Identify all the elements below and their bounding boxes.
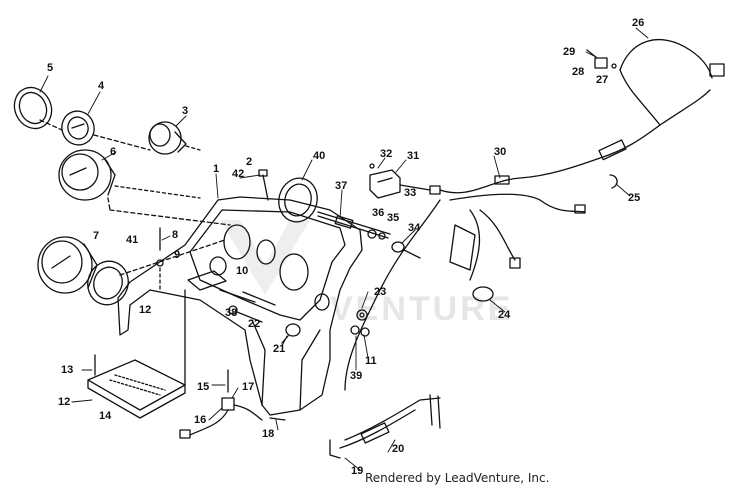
callout-23: 23 xyxy=(374,286,387,298)
callout-8: 8 xyxy=(172,229,179,241)
clip-25 xyxy=(609,174,618,189)
callout-42: 42 xyxy=(232,168,245,180)
callout-32: 32 xyxy=(380,148,393,160)
ring-24 xyxy=(472,286,494,302)
cable-26 xyxy=(619,39,725,126)
rod-37 xyxy=(317,211,421,259)
callout-20: 20 xyxy=(392,443,405,455)
screw-18 xyxy=(269,417,286,421)
callout-9: 9 xyxy=(174,249,181,261)
callout-14: 14 xyxy=(99,410,112,422)
callout-3: 3 xyxy=(182,105,189,117)
callout-16: 16 xyxy=(194,414,207,426)
switch-17 xyxy=(179,369,263,439)
plate-14 xyxy=(87,354,186,419)
dash-panel-1 xyxy=(117,196,363,416)
speedometer-6 xyxy=(58,149,201,201)
callout-27: 27 xyxy=(596,74,609,86)
callout-29: 29 xyxy=(563,46,576,58)
connector-28 xyxy=(586,49,617,69)
gauge-face-4 xyxy=(61,110,95,146)
relay-31 xyxy=(369,163,441,199)
callout-35: 35 xyxy=(387,212,400,224)
callout-22: 22 xyxy=(248,318,261,330)
callout-11: 11 xyxy=(365,355,377,367)
nut-39 xyxy=(350,325,370,337)
callout-36: 36 xyxy=(372,207,385,219)
callout-30: 30 xyxy=(494,146,507,158)
callout-18: 18 xyxy=(262,428,275,440)
callout-6: 6 xyxy=(110,146,117,158)
callout-26: 26 xyxy=(632,17,645,29)
callout-21: 21 xyxy=(273,343,286,355)
credit-text: Rendered by LeadVenture, Inc. xyxy=(365,471,550,485)
callout-28: 28 xyxy=(572,66,585,78)
small-gauge-3 xyxy=(148,121,201,155)
callout-33: 33 xyxy=(404,187,417,199)
callout-40: 40 xyxy=(313,150,326,162)
grommet-23 xyxy=(356,309,368,321)
bezel-41 xyxy=(87,260,129,306)
callout-12-upper: 12 xyxy=(139,304,152,316)
wire-harness-30 xyxy=(344,89,711,391)
callout-15: 15 xyxy=(197,381,210,393)
callout-38: 38 xyxy=(225,307,238,319)
callout-17: 17 xyxy=(242,381,255,393)
callout-25: 25 xyxy=(628,192,641,204)
bezel-40 xyxy=(278,177,318,223)
callout-4: 4 xyxy=(98,80,105,92)
callout-19: 19 xyxy=(351,465,364,477)
callout-41: 41 xyxy=(126,234,139,246)
callout-31: 31 xyxy=(407,150,420,162)
callout-24: 24 xyxy=(498,309,511,321)
callout-10: 10 xyxy=(236,265,249,277)
callout-13: 13 xyxy=(61,364,74,376)
callout-39: 39 xyxy=(350,370,363,382)
bolt-10 xyxy=(219,289,276,323)
callout-37: 37 xyxy=(335,180,348,192)
cable-20 xyxy=(329,394,441,459)
callout-34: 34 xyxy=(408,222,421,234)
callout-7: 7 xyxy=(93,230,100,242)
watermark: VENTURE xyxy=(330,290,514,328)
gauge-leader-lines xyxy=(39,119,231,276)
fastener-8 xyxy=(156,227,164,293)
callout-2: 2 xyxy=(246,156,253,168)
callout-leaders xyxy=(39,27,649,471)
bezel-ring-5 xyxy=(13,86,53,130)
watermark-logo-icon xyxy=(220,220,310,295)
callout-1: 1 xyxy=(213,163,220,175)
callout-12-lower: 12 xyxy=(58,396,71,408)
callout-5: 5 xyxy=(47,62,54,74)
screw-2 xyxy=(258,169,269,201)
